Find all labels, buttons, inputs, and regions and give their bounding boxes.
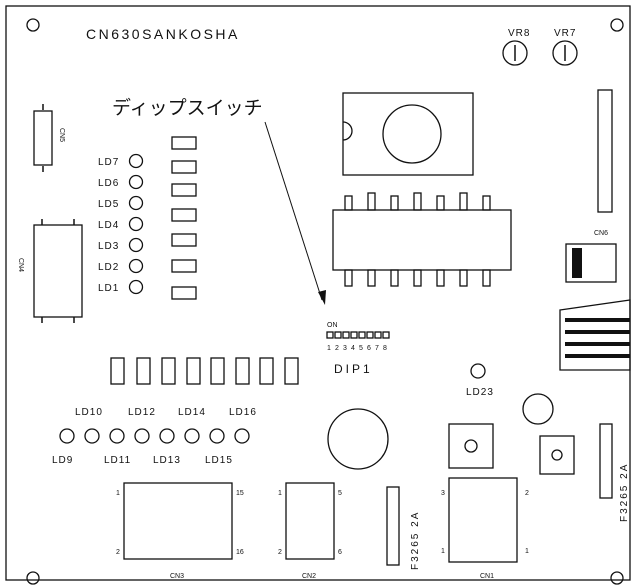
cn5-connector	[33, 110, 53, 166]
cn3-connector	[123, 482, 233, 560]
led-label: LD3	[98, 241, 119, 252]
fuse-right	[599, 423, 613, 499]
pin-label: 1	[525, 548, 529, 555]
cn1-label: CN1	[480, 573, 494, 580]
dip-num: 3	[343, 345, 347, 352]
dip-num: 8	[383, 345, 387, 352]
led-row-bottom: LD10 LD12 LD14 LD16 LD9 LD11 LD13 LD15	[52, 407, 257, 466]
dip-num: 1	[327, 345, 331, 352]
bridge-rectifier	[448, 423, 494, 469]
cn1-connector	[448, 477, 518, 563]
round-capacitor	[522, 393, 554, 425]
callout-arrowhead	[318, 290, 326, 305]
vr7-pot	[552, 40, 578, 66]
pin-label: 6	[338, 549, 342, 556]
pin-label: 2	[525, 490, 529, 497]
pin-label: 2	[278, 549, 282, 556]
pin-label: 2	[116, 549, 120, 556]
eprom-chip	[342, 92, 474, 176]
led-label: LD4	[98, 220, 119, 231]
dip-num: 4	[351, 345, 355, 352]
cn4-connector	[33, 224, 83, 318]
led-label: LD6	[98, 178, 119, 189]
dip-on-label: ON	[327, 322, 338, 329]
vr7-label: VR7	[554, 28, 576, 39]
cn2-label: CN2	[302, 573, 316, 580]
cn2-connector	[285, 482, 335, 560]
callout-arrow-line	[264, 121, 323, 301]
led	[134, 428, 150, 444]
led	[128, 195, 144, 211]
led	[209, 428, 225, 444]
mounting-hole-top-right	[610, 18, 624, 32]
dip-label: DIP1	[334, 362, 373, 376]
led-label: LD10	[75, 407, 103, 418]
heatsink	[559, 299, 631, 371]
led-label: LD16	[229, 407, 257, 418]
cn3-label: CN3	[170, 573, 184, 580]
pin-label: 15	[236, 490, 244, 497]
led	[159, 428, 175, 444]
led-label: LD7	[98, 157, 119, 168]
fuse-middle-label: F3265 2A	[410, 511, 421, 570]
mounting-hole-bottom-right	[610, 571, 624, 585]
eprom-window	[382, 104, 442, 164]
regulator	[539, 435, 575, 475]
led	[128, 174, 144, 190]
pin-label: 5	[338, 490, 342, 497]
relay-package	[332, 192, 512, 287]
dip-switch: ON 1 2 3 4 5 6 7 8 DIP1	[326, 322, 390, 376]
dip-num: 2	[335, 345, 339, 352]
component-row-horizontal	[110, 357, 299, 385]
dip-switch-callout: ディップスイッチ	[112, 97, 263, 119]
led	[59, 428, 75, 444]
pin-label: 1	[278, 490, 282, 497]
pin-label: 16	[236, 549, 244, 556]
led	[109, 428, 125, 444]
led-ld23	[470, 363, 486, 379]
pin-label: 1	[441, 548, 445, 555]
cn4-label: CN4	[17, 258, 24, 272]
led	[234, 428, 250, 444]
mounting-hole-top-left	[26, 18, 40, 32]
vr8-label: VR8	[508, 28, 530, 39]
cn5-label: CN5	[58, 128, 65, 142]
capacitor-block	[565, 243, 617, 283]
fuse-right-label: F3265 2A	[619, 463, 630, 522]
board-outline	[5, 5, 631, 581]
led	[84, 428, 100, 444]
cn6-label: CN6	[594, 230, 608, 237]
mounting-hole-bottom-left	[26, 571, 40, 585]
vr8-pot	[502, 40, 528, 66]
led-label: LD11	[104, 455, 131, 466]
led-label: LD12	[128, 407, 156, 418]
board-title: CN630SANKOSHA	[86, 26, 240, 42]
dip-num: 6	[367, 345, 371, 352]
dip-num: 5	[359, 345, 363, 352]
led-label: LD9	[52, 455, 73, 466]
led-label: LD15	[205, 455, 233, 466]
led	[184, 428, 200, 444]
led-column-left: LD7 LD6 LD5 LD4 LD3 LD2 LD1	[98, 153, 144, 295]
led	[128, 216, 144, 232]
led	[128, 153, 144, 169]
led-label: LD1	[98, 283, 119, 294]
fuse-middle	[386, 486, 400, 566]
led-label: LD14	[178, 407, 206, 418]
led-label: LD2	[98, 262, 119, 273]
buzzer	[327, 408, 389, 470]
pin-label: 3	[441, 490, 445, 497]
led-label: LD13	[153, 455, 181, 466]
vertical-connector-right	[597, 89, 613, 213]
component-stack-vertical	[171, 136, 197, 300]
led	[128, 237, 144, 253]
led	[128, 279, 144, 295]
ld23-label: LD23	[466, 387, 494, 398]
dip-num: 7	[375, 345, 379, 352]
led	[128, 258, 144, 274]
led-label: LD5	[98, 199, 119, 210]
pin-label: 1	[116, 490, 120, 497]
